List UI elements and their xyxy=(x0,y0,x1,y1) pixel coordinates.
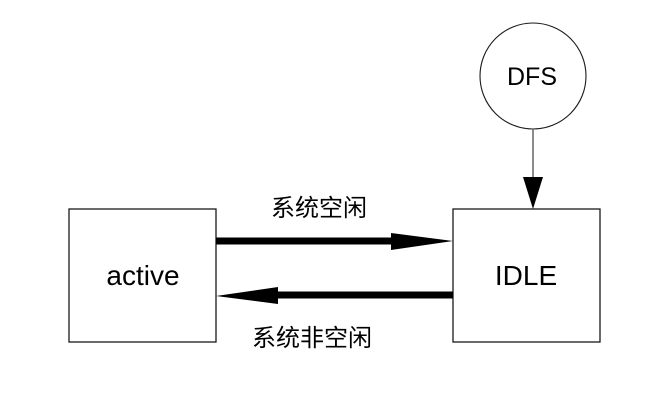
active-node: active xyxy=(68,208,217,343)
active-to-idle-arrow-label: 系统空闲 xyxy=(271,195,367,222)
dfs-node: DFS xyxy=(479,22,587,130)
active-node-rect xyxy=(68,208,217,343)
idle-to-active-arrow-label: 系统非空闲 xyxy=(252,325,372,352)
idle-to-active-arrow: 系统非空闲 xyxy=(216,287,453,352)
idle-to-active-arrowhead xyxy=(216,287,278,304)
active-to-idle-arrow: 系统空闲 xyxy=(216,195,453,250)
dfs-to-idle-arrow xyxy=(523,129,543,209)
dfs-to-idle-arrowhead xyxy=(523,177,543,209)
idle-node: IDLE xyxy=(452,208,601,343)
active-to-idle-arrowhead xyxy=(391,233,453,250)
idle-node-rect xyxy=(452,208,601,343)
active-node-label: active xyxy=(106,260,179,291)
idle-node-label: IDLE xyxy=(495,260,557,291)
dfs-node-label: DFS xyxy=(507,63,557,91)
